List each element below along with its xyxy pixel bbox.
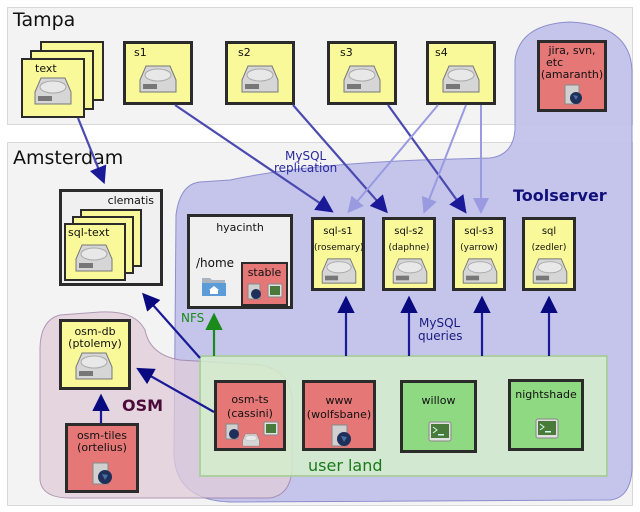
hard-disk-icon	[241, 65, 279, 93]
node-name: sql-s1	[323, 226, 353, 237]
hard-disk-icon	[34, 77, 72, 105]
hard-disk-icon	[392, 258, 428, 284]
node-clematis[interactable]: clematis sql-text	[59, 189, 163, 286]
terminal-icon	[535, 418, 559, 439]
edge-s1-to-sql-s1	[174, 104, 334, 213]
home-label: /home	[196, 256, 235, 270]
home-folder-icon	[202, 278, 226, 296]
node-title: hyacinth	[216, 221, 264, 234]
node-amaranth[interactable]: jira, svn, etc (amaranth)	[537, 40, 607, 112]
replication-label-line2: replication	[274, 161, 338, 175]
nfs-label: NFS	[181, 311, 205, 325]
edge-text-to-clematis	[76, 117, 107, 185]
node-host: (ptolemy)	[68, 337, 122, 350]
hard-disk-icon	[532, 258, 568, 284]
node-label: s3	[340, 46, 353, 59]
node-host: (ortelius)	[77, 441, 127, 454]
node-name: nightshade	[515, 388, 577, 401]
node-host: (wolfsbane)	[306, 408, 372, 421]
region-tampa-title: Tampa	[13, 9, 76, 31]
osm-label: OSM	[122, 396, 164, 415]
node-sql-zedler[interactable]: sql (zedler)	[522, 217, 576, 291]
edge-userland-to-clematis	[142, 292, 201, 359]
node-osm-db[interactable]: osm-db (ptolemy)	[59, 319, 131, 390]
node-willow[interactable]: willow	[400, 380, 477, 453]
queries-label-line1: MySQL	[419, 316, 461, 330]
node-www[interactable]: www (wolfsbane)	[302, 380, 376, 451]
node-name: willow	[421, 394, 456, 407]
node-label: s4	[435, 46, 448, 59]
node-label-line3: (amaranth)	[540, 68, 604, 81]
web-server-icon	[225, 423, 239, 440]
node-osm-ts[interactable]: osm-ts (cassini)	[214, 380, 286, 451]
node-name: osm-ts	[231, 393, 269, 406]
hard-disk-icon	[442, 65, 480, 93]
node-label: s2	[238, 46, 251, 59]
node-sql-text[interactable]: sql-text	[64, 223, 126, 281]
edge-s4-to-sql-s1	[347, 104, 439, 214]
hard-disk-icon	[75, 244, 113, 272]
hard-disk-icon	[75, 352, 113, 380]
hard-disk-icon	[242, 433, 260, 447]
terminal-icon	[267, 283, 283, 298]
node-name: osm-db	[74, 325, 116, 338]
node-label: stable	[247, 266, 282, 279]
edge-s2-to-sql-s2	[292, 104, 388, 214]
node-name: sql	[541, 226, 557, 237]
node-osm-tiles[interactable]: osm-tiles (ortelius)	[65, 423, 139, 493]
node-label: sql-text	[68, 226, 110, 239]
tampa-node-s4[interactable]: s4	[426, 41, 496, 105]
node-name: www	[325, 394, 353, 407]
hard-disk-icon	[462, 258, 498, 284]
node-name: osm-tiles	[76, 429, 128, 442]
node-title: clematis	[107, 194, 154, 207]
node-host: (cassini)	[227, 407, 273, 420]
node-label-line2: etc	[546, 56, 564, 69]
node-hyacinth[interactable]: hyacinth /home stable	[187, 214, 293, 309]
node-stable[interactable]: stable	[241, 262, 288, 306]
edge-s3-to-sql-s3	[387, 104, 467, 214]
queries-label-line2: queries	[418, 329, 463, 343]
hard-disk-icon	[321, 258, 357, 284]
tampa-node-s2[interactable]: s2	[225, 41, 295, 105]
toolserver-label: Toolserver	[513, 186, 607, 205]
node-sql-s1[interactable]: sql-s1 (rosemary)	[311, 217, 365, 291]
userland-label: user land	[308, 456, 383, 475]
node-host: (daphne)	[388, 243, 430, 253]
node-host: (zedler)	[531, 243, 567, 253]
hard-disk-icon	[343, 65, 381, 93]
tampa-node-s3[interactable]: s3	[327, 41, 397, 105]
node-label: text	[35, 62, 57, 75]
node-sql-s2[interactable]: sql-s2 (daphne)	[382, 217, 436, 291]
node-host: (rosemary)	[314, 243, 364, 253]
node-sql-s3[interactable]: sql-s3 (yarrow)	[452, 217, 506, 291]
node-name: sql-s2	[394, 226, 424, 237]
node-label: s1	[134, 46, 147, 59]
node-nightshade[interactable]: nightshade	[508, 379, 584, 451]
node-name: sql-s3	[464, 226, 494, 237]
hard-disk-icon	[139, 65, 177, 93]
tampa-node-text[interactable]: text	[21, 58, 85, 118]
web-server-icon	[564, 84, 582, 105]
node-label-line1: jira, svn,	[548, 44, 596, 57]
edge-s4-to-sql-s2	[421, 104, 467, 214]
terminal-icon	[263, 421, 279, 436]
terminal-icon	[428, 421, 452, 442]
replication-label-line1: MySQL	[285, 149, 327, 163]
web-server-icon	[331, 424, 351, 447]
node-host: (yarrow)	[460, 243, 498, 253]
edge-osmts-to-osmdb	[136, 367, 215, 413]
tampa-node-s1[interactable]: s1	[123, 41, 193, 105]
web-server-icon	[92, 462, 112, 485]
web-server-icon	[247, 283, 261, 300]
